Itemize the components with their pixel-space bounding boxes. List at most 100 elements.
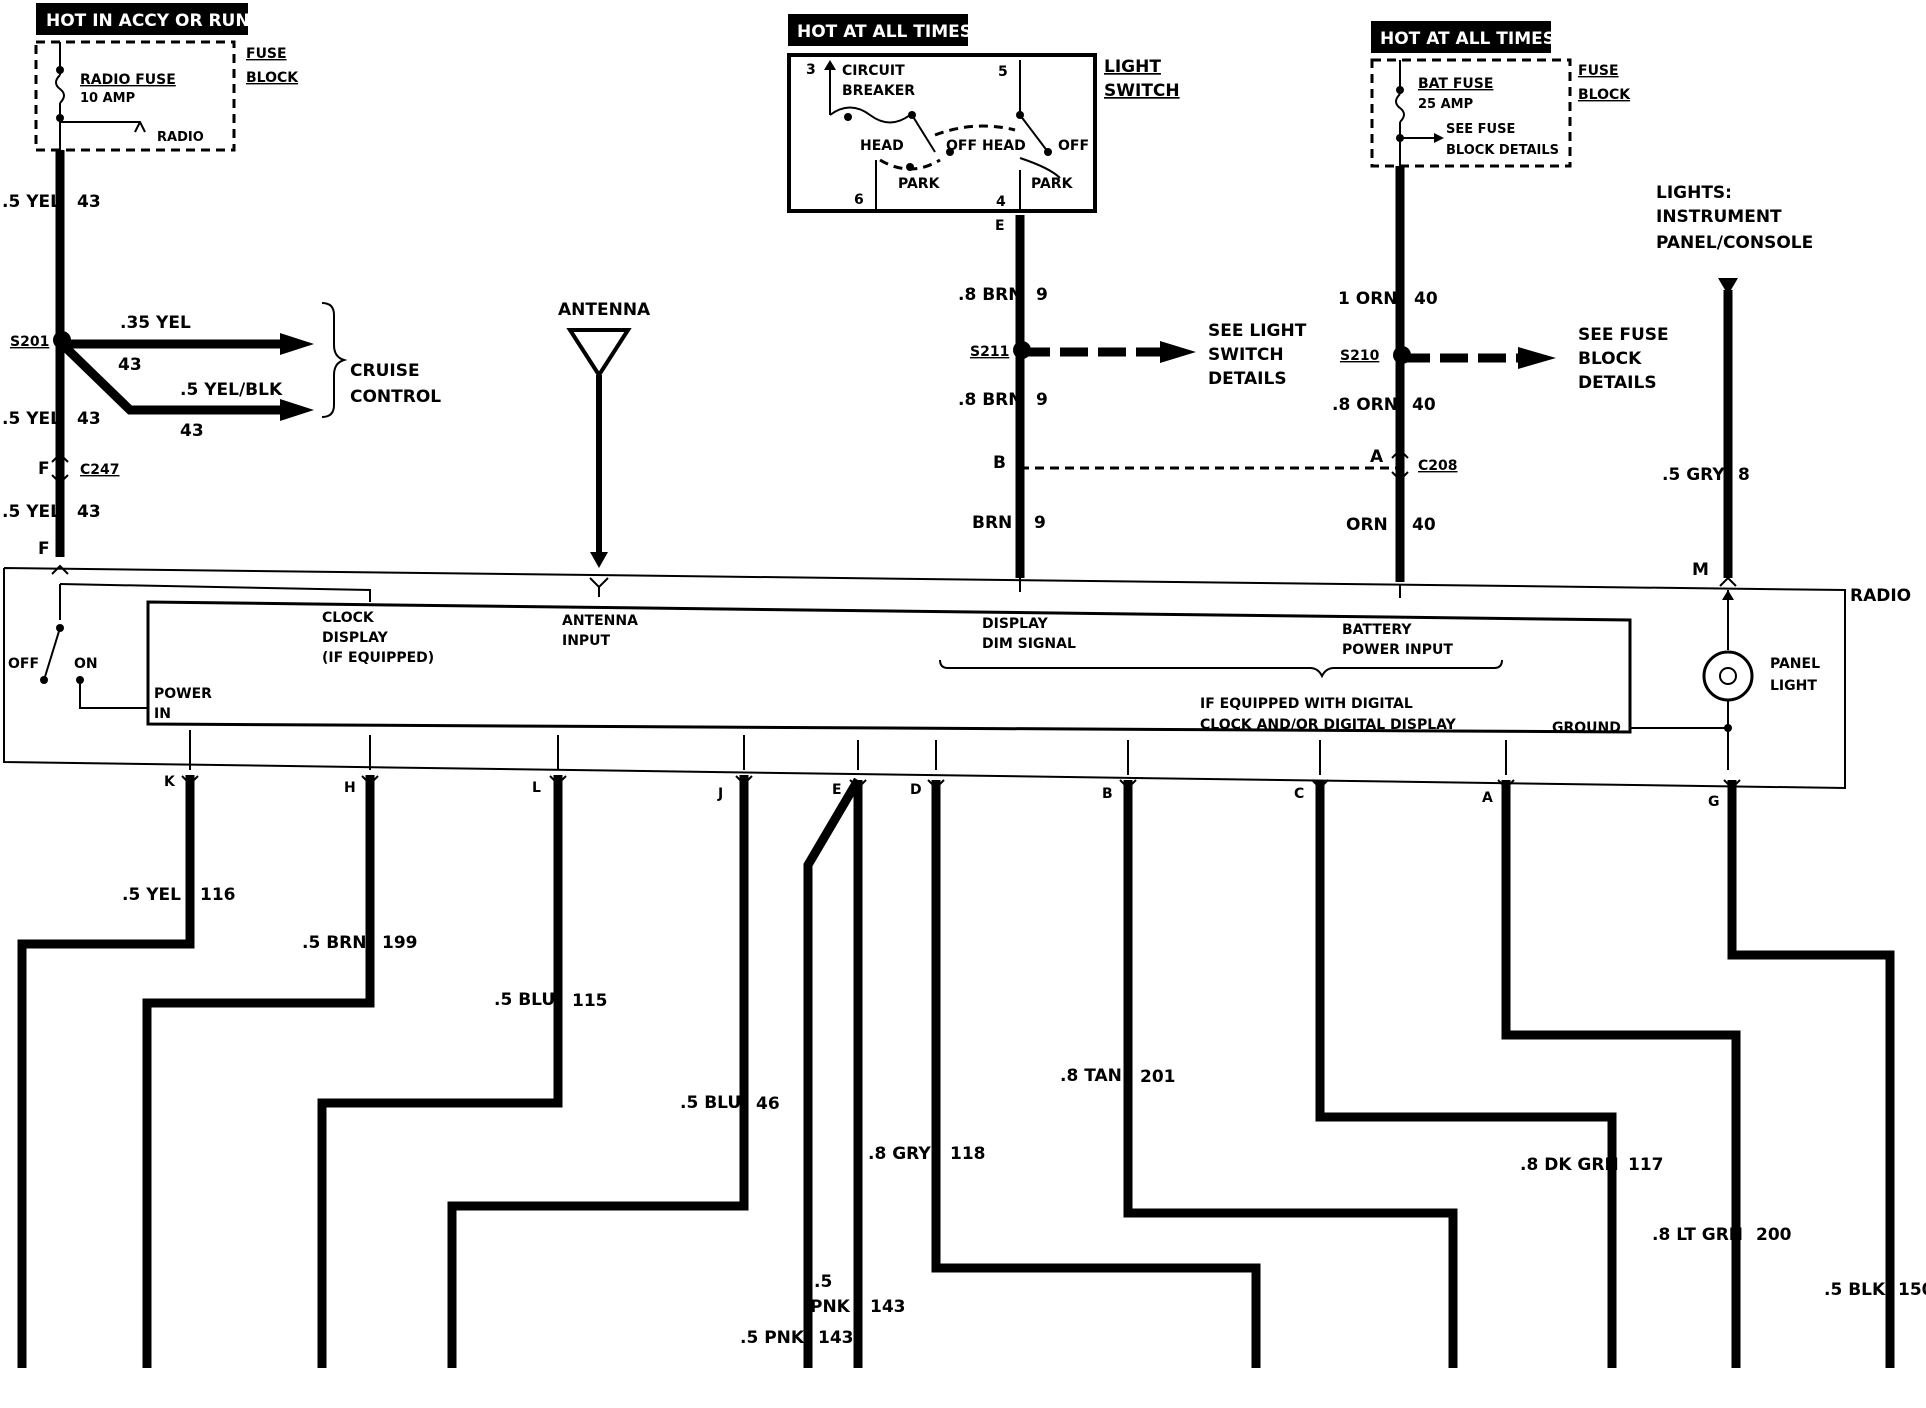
fuse-left-icon bbox=[55, 74, 65, 104]
branch-1-wire: .35 YEL bbox=[120, 313, 191, 333]
pin-e-top: E bbox=[995, 218, 1005, 234]
fuse-left-tap: RADIO bbox=[157, 130, 204, 145]
wire-43-circuit-2: 43 bbox=[77, 409, 101, 429]
pin-j: J bbox=[717, 786, 723, 802]
wire-43-label-3: .5 YEL bbox=[2, 502, 61, 522]
wire-40-circuit-2: 40 bbox=[1412, 395, 1436, 415]
connector-c247-icon bbox=[51, 452, 69, 485]
panel-light-icon bbox=[1702, 650, 1754, 702]
fuse-right-details-l2: BLOCK DETAILS bbox=[1446, 143, 1559, 158]
light-switch-pin-3: 3 bbox=[806, 62, 816, 78]
see-fuse-l3: DETAILS bbox=[1578, 373, 1657, 393]
switch-on: ON bbox=[74, 656, 98, 672]
battery-l1: BATTERY bbox=[1342, 622, 1412, 638]
splice-s211-label: S211 bbox=[970, 344, 1009, 360]
wire-150-label: .5 BLK bbox=[1824, 1280, 1886, 1300]
header-left: HOT IN ACCY OR RUN bbox=[46, 11, 250, 31]
wire-118 bbox=[931, 780, 1261, 1368]
cruise-l2: CONTROL bbox=[350, 387, 441, 407]
lights-l2: INSTRUMENT bbox=[1656, 207, 1782, 227]
fuse-right-details-l1: SEE FUSE bbox=[1446, 122, 1515, 137]
wire-43-label-2: .5 YEL bbox=[2, 409, 61, 429]
wire-200-circuit: 200 bbox=[1756, 1225, 1792, 1245]
wire-8-circuit: 8 bbox=[1738, 465, 1750, 485]
wire-150 bbox=[1727, 780, 1895, 1368]
pin-f-c247: F bbox=[38, 459, 50, 479]
wire-143-label-a2: PNK bbox=[810, 1297, 851, 1317]
wire-40-circuit-1: 40 bbox=[1414, 289, 1438, 309]
fuse-block-right bbox=[1370, 58, 1572, 168]
pin-c: C bbox=[1294, 786, 1304, 802]
power-switch-icon bbox=[43, 627, 61, 681]
pin-f-radio: F bbox=[38, 539, 50, 559]
wire-40-label-2: .8 ORN bbox=[1332, 395, 1398, 415]
see-light-l2: SWITCH bbox=[1208, 345, 1284, 365]
see-fuse-l1: SEE FUSE bbox=[1578, 325, 1669, 345]
arrow-cruise-1 bbox=[280, 333, 314, 355]
fuse-block-right-l2: BLOCK bbox=[1578, 87, 1631, 103]
wire-199-circuit: 199 bbox=[382, 933, 418, 953]
ground-label: GROUND bbox=[1552, 720, 1621, 736]
fuse-right-rating: 25 AMP bbox=[1418, 97, 1473, 112]
bottom-connector-marks bbox=[181, 775, 1741, 790]
branch-2-wire: .5 YEL/BLK bbox=[180, 380, 283, 400]
pin-a: A bbox=[1482, 790, 1493, 806]
fuse-left-name: RADIO FUSE bbox=[80, 72, 176, 88]
wire-9-circuit-2: 9 bbox=[1036, 390, 1048, 410]
wire-150-circuit: 150 bbox=[1898, 1280, 1926, 1300]
light-switch-title-l1: LIGHT bbox=[1104, 57, 1161, 77]
branch-2-circuit: 43 bbox=[180, 421, 204, 441]
see-light-l1: SEE LIGHT bbox=[1208, 321, 1307, 341]
wire-115 bbox=[317, 775, 563, 1368]
wire-117-label: .8 DK GRN bbox=[1520, 1155, 1619, 1175]
pin-l: L bbox=[532, 780, 541, 796]
breaker-l1: CIRCUIT bbox=[842, 63, 905, 79]
wire-117 bbox=[1315, 780, 1617, 1368]
fuse-block-left bbox=[34, 40, 236, 152]
power-in-l2: IN bbox=[154, 706, 171, 722]
pin-e: E bbox=[832, 782, 842, 798]
if-equipped-l1: IF EQUIPPED WITH DIGITAL bbox=[1200, 696, 1413, 712]
antenna-input-l1: ANTENNA bbox=[562, 613, 638, 629]
arrow-cruise-2 bbox=[280, 399, 314, 421]
power-in-l1: POWER bbox=[154, 686, 212, 702]
wire-40-label-3: ORN bbox=[1346, 515, 1388, 535]
wire-115-label: .5 BLU bbox=[494, 990, 555, 1010]
header-left-bg bbox=[36, 3, 248, 35]
wire-143-label-b: .5 PNK bbox=[740, 1328, 805, 1348]
pin-a-c208: A bbox=[1370, 447, 1384, 467]
wire-116-circuit: 116 bbox=[200, 885, 236, 905]
fuse-block-left-l1: FUSE bbox=[246, 46, 287, 62]
wire-199 bbox=[142, 775, 375, 1368]
head-right: HEAD bbox=[982, 138, 1026, 154]
dim-l2: DIM SIGNAL bbox=[982, 636, 1076, 652]
clock-l2: DISPLAY bbox=[322, 630, 389, 646]
wire-40-label-1: 1 ORN bbox=[1338, 289, 1398, 309]
clock-l3: (IF EQUIPPED) bbox=[322, 650, 434, 666]
wire-199-label: .5 BRN bbox=[302, 933, 366, 953]
wire-200-label: .8 LT GRN bbox=[1652, 1225, 1743, 1245]
fuse-block-left-l2: BLOCK bbox=[246, 70, 299, 86]
wire-201-label: .8 TAN bbox=[1060, 1066, 1122, 1086]
off-right: OFF bbox=[1058, 138, 1089, 154]
equipped-brace bbox=[939, 659, 1503, 679]
fuse-right-name: BAT FUSE bbox=[1418, 76, 1493, 92]
park-left: PARK bbox=[898, 176, 941, 192]
lights-l1: LIGHTS: bbox=[1656, 183, 1732, 203]
breaker-l2: BREAKER bbox=[842, 83, 915, 99]
header-mid: HOT AT ALL TIMES bbox=[797, 22, 972, 42]
wire-9-circuit-3: 9 bbox=[1034, 513, 1046, 533]
fuse-left-rating: 10 AMP bbox=[80, 91, 135, 106]
wire-201 bbox=[1123, 780, 1458, 1368]
splice-s210-label: S210 bbox=[1340, 348, 1380, 364]
panel-light-l1: PANEL bbox=[1770, 656, 1820, 672]
see-fuse-l2: BLOCK bbox=[1578, 349, 1642, 369]
pin-d: D bbox=[910, 782, 922, 798]
battery-l2: POWER INPUT bbox=[1342, 642, 1453, 658]
wire-43-circuit-1: 43 bbox=[77, 192, 101, 212]
header-right-bg bbox=[1371, 21, 1551, 53]
off-left: OFF bbox=[946, 138, 977, 154]
branch-1-circuit: 43 bbox=[118, 355, 142, 375]
pin-g: G bbox=[1708, 794, 1720, 810]
